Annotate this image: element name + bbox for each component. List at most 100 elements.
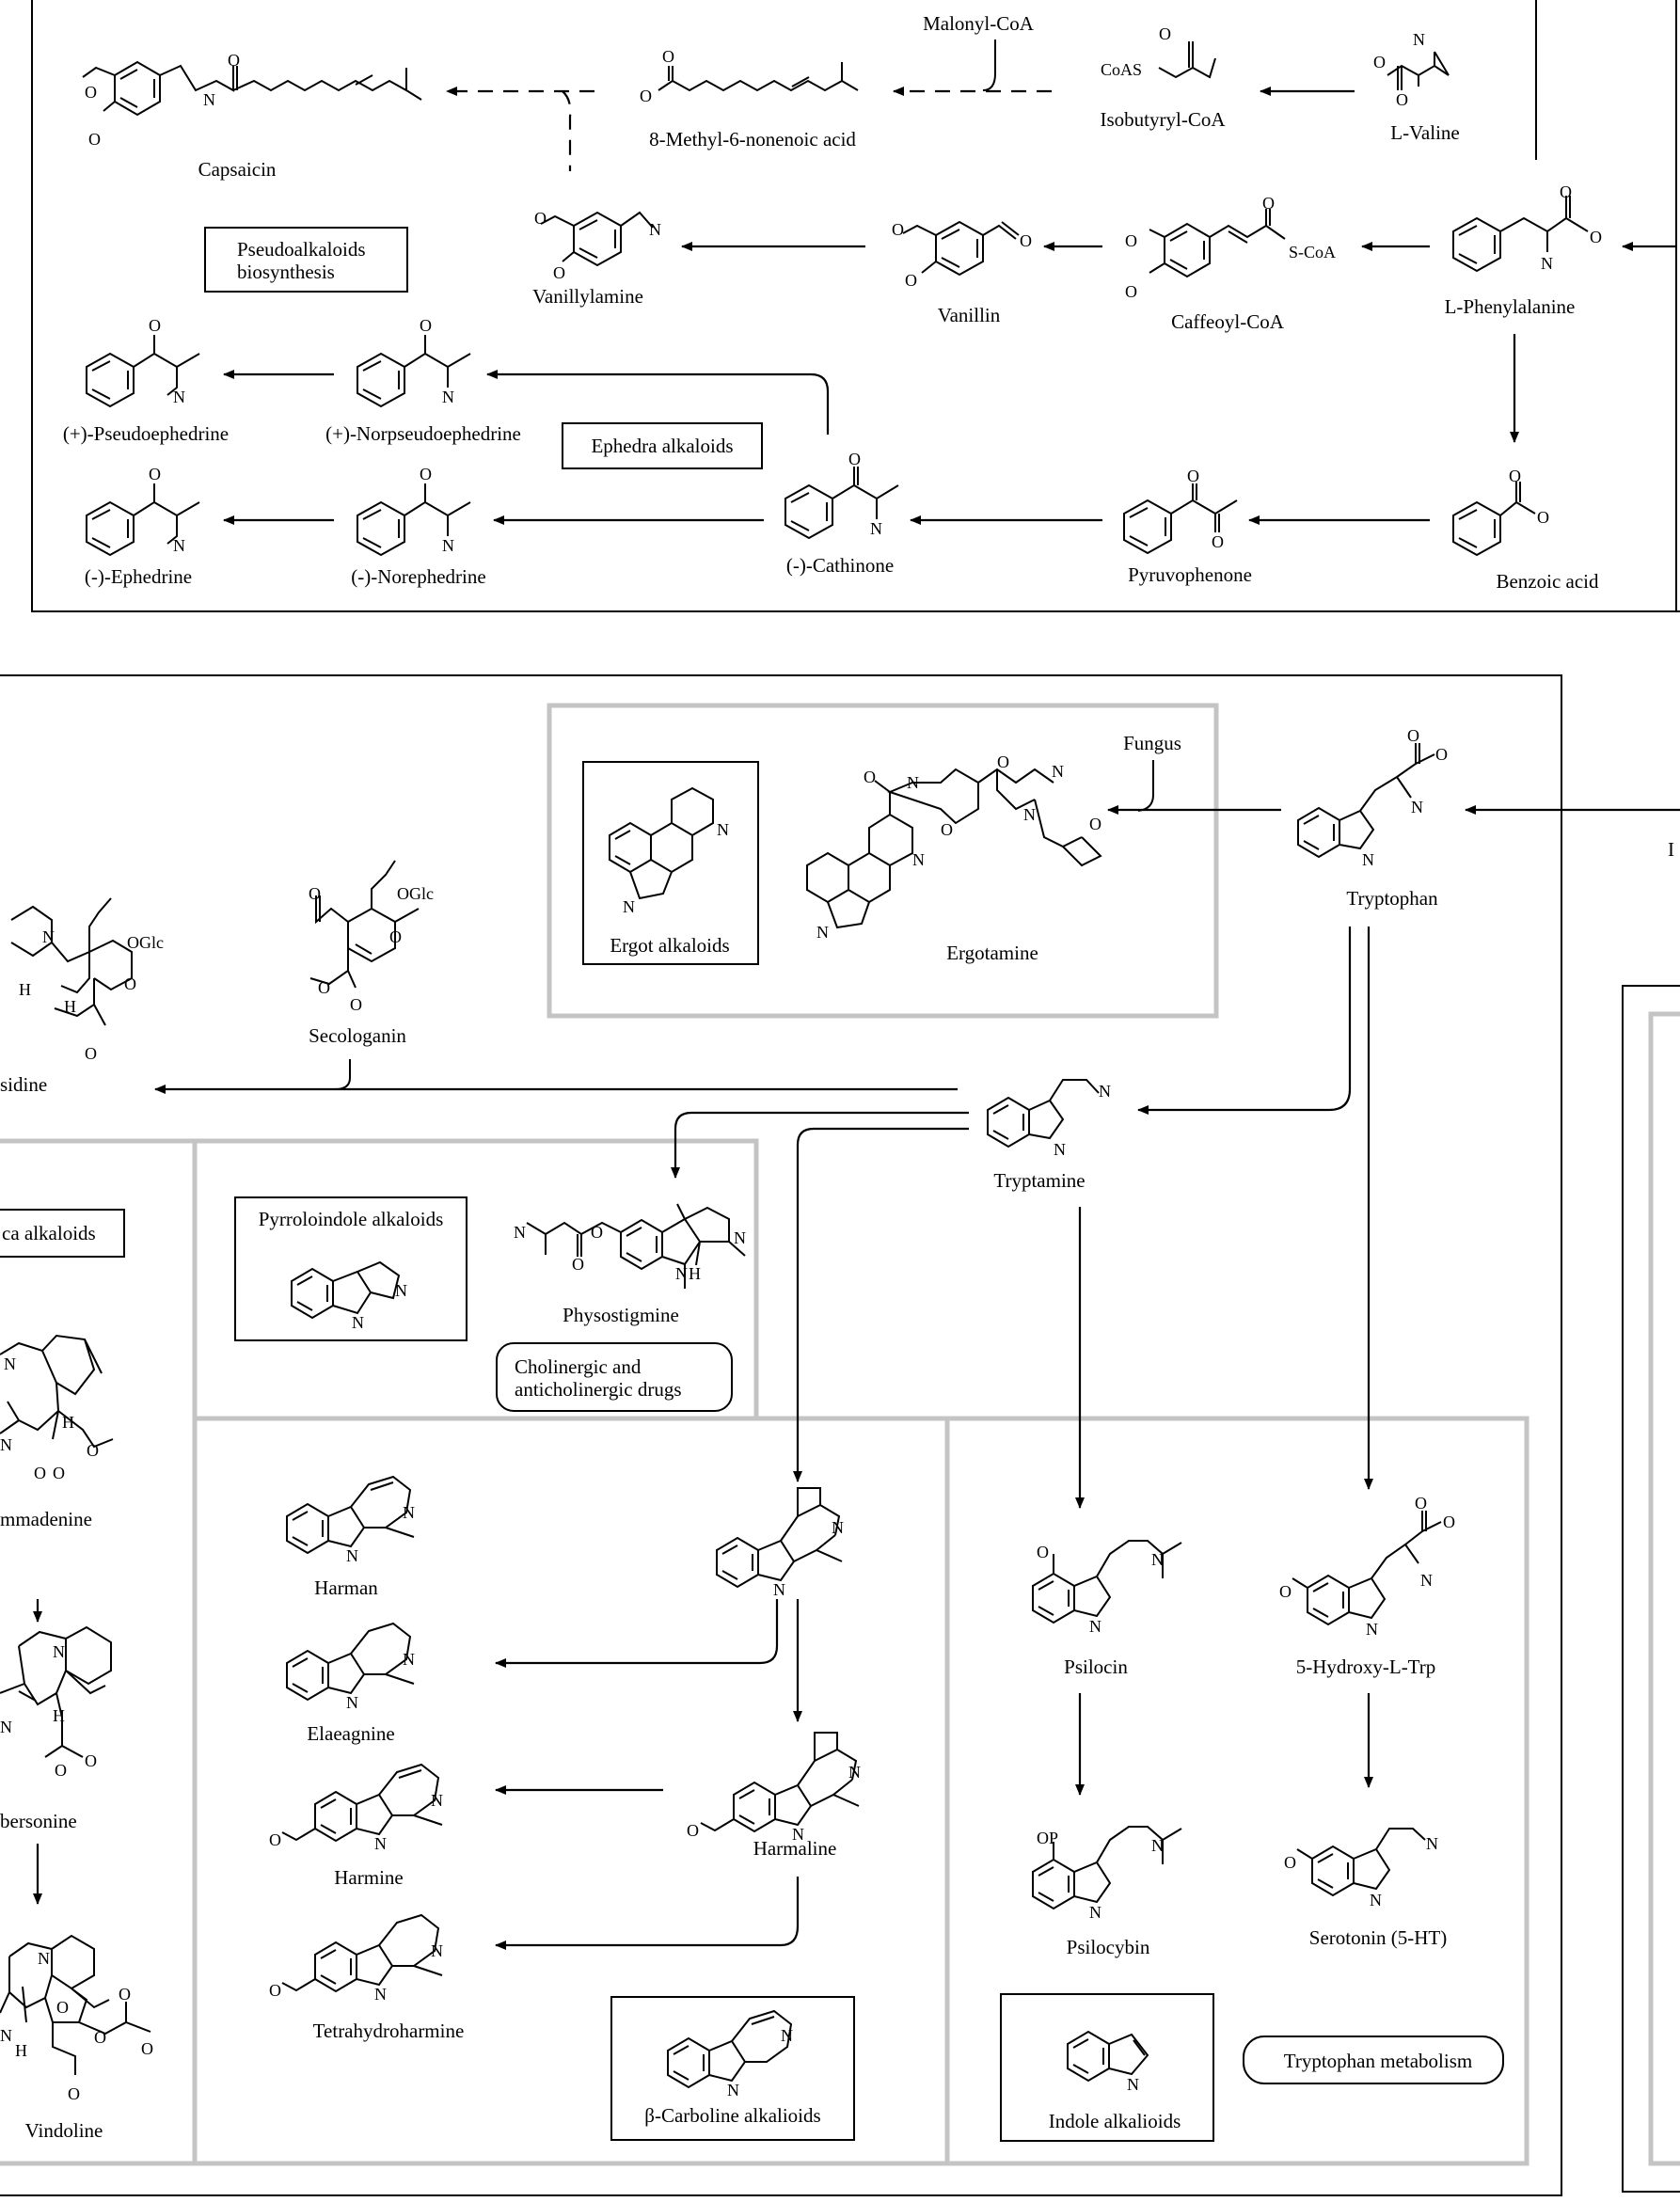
- strictosidine-structure: OGlc O N H H O: [10, 897, 164, 1063]
- atom-n: N: [912, 850, 925, 869]
- atom-n: N: [734, 1228, 746, 1247]
- vindoline-label: Vindoline: [25, 2119, 103, 2142]
- tetrahydroharmine-structure: N N O: [269, 1913, 443, 2004]
- dihydroharman-structure: N N: [716, 1487, 844, 1599]
- ergotamine-structure: O N O O N N O N N: [806, 752, 1102, 942]
- serotonin-structure: O N N: [1284, 1828, 1438, 1909]
- atom-coas: CoAS: [1101, 60, 1142, 79]
- pyrroloindole-core-structure: N N: [291, 1260, 407, 1332]
- vinca-grey-panel: [0, 1138, 198, 2166]
- indole-alkaloids-box[interactable]: [1000, 1993, 1214, 2142]
- harman-label: Harman: [314, 1576, 378, 1599]
- atom-o: O: [1537, 508, 1549, 527]
- atom-op: OP: [1037, 1829, 1058, 1847]
- cholinergic-drugs-box[interactable]: [496, 1342, 733, 1412]
- ergot-alkaloids-box[interactable]: [582, 761, 759, 965]
- vanillylamine-structure: O O N: [534, 209, 661, 282]
- atom-n: N: [4, 1354, 16, 1373]
- tryptophan-metabolism-box[interactable]: [1243, 2036, 1504, 2084]
- arrow-to-tryptamine: [1137, 927, 1352, 1115]
- atom-n: N: [1541, 254, 1553, 273]
- arrow-to-elaeagnine: [495, 1599, 779, 1668]
- atom-oglc: OGlc: [127, 933, 164, 952]
- atom-o: O: [318, 978, 330, 997]
- beta-carboline-alkaloids-label: β-Carboline alkalioids: [644, 2104, 820, 2127]
- atom-n: N: [792, 1825, 804, 1844]
- atom-o: O: [534, 209, 547, 228]
- atom-o: O: [149, 316, 161, 335]
- caffeoyl-coa-label: Caffeoyl-CoA: [1171, 310, 1285, 333]
- atom-o: O: [892, 220, 904, 239]
- atom-h: H: [19, 980, 31, 999]
- harman-structure: N N: [286, 1475, 415, 1565]
- ergot-alkaloids-label: Ergot alkaloids: [610, 934, 729, 957]
- atom-n: N: [431, 1791, 443, 1810]
- atom-o: O: [55, 1761, 67, 1780]
- l-valine-structure: O O N: [1373, 30, 1450, 109]
- atom-n: N: [442, 388, 454, 406]
- atom-o: O: [591, 1223, 603, 1242]
- beta-carboline-alkaloids-box[interactable]: [610, 1996, 855, 2141]
- atom-o: O: [94, 2028, 106, 2047]
- harmine-structure: N N O: [269, 1763, 443, 1853]
- atom-n: N: [346, 1546, 358, 1565]
- atom-n: N: [514, 1223, 526, 1242]
- atom-o: O: [1089, 815, 1102, 833]
- psilocin-label: Psilocin: [1064, 1655, 1128, 1678]
- atom-o: O: [1509, 467, 1521, 485]
- atom-n: N: [1023, 805, 1036, 824]
- atom-o: O: [309, 884, 321, 903]
- atom-o: O: [1560, 182, 1572, 201]
- stemmadenine-label: mmadenine: [0, 1508, 92, 1530]
- atom-n: N: [403, 1503, 415, 1522]
- atom-n: N: [1089, 1903, 1102, 1922]
- atom-n: N: [53, 1642, 65, 1661]
- tabersonine-structure: N H N O O: [0, 1625, 112, 1780]
- atom-n: N: [173, 388, 185, 406]
- l-valine-label: L-Valine: [1390, 121, 1459, 144]
- atom-o: O: [1373, 53, 1386, 71]
- stemmadenine-structure: N H N O O O: [0, 1334, 114, 1482]
- atom-n: N: [870, 519, 882, 538]
- strictosidine-label: sidine: [0, 1073, 47, 1096]
- pyrroloindole-alkaloids-box[interactable]: [234, 1196, 468, 1341]
- pseudoephedrine-label: (+)-Pseudoephedrine: [63, 422, 229, 445]
- ephedra-alkaloids-box[interactable]: [562, 422, 763, 469]
- atom-o: O: [1279, 1582, 1292, 1601]
- atom-o: O: [56, 1998, 69, 2017]
- elaeagnine-label: Elaeagnine: [307, 1722, 394, 1745]
- indole-grey-panel: [944, 1416, 1529, 2166]
- atom-n: N: [0, 1718, 12, 1736]
- benzoic-acid-structure: O O: [1452, 467, 1549, 557]
- atom-o: O: [1415, 1494, 1427, 1513]
- hydroxy-trp-label: 5-Hydroxy-L-Trp: [1296, 1655, 1436, 1678]
- atom-o: O: [88, 130, 101, 149]
- capsaicin-label: Capsaicin: [198, 158, 277, 181]
- capsaicin-structure: O O N O: [82, 51, 422, 149]
- pseudoephedrine-structure: O N: [86, 316, 200, 408]
- norephedrine-structure: O N: [357, 465, 471, 557]
- tryptophan-structure: N O O N: [1297, 726, 1448, 869]
- psilocin-structure: O N N: [1032, 1540, 1182, 1636]
- vindoline-structure: N O N H O O O O: [0, 1934, 153, 2103]
- atom-n: N: [717, 820, 729, 839]
- atom-n: N: [1054, 1140, 1066, 1159]
- dashed-branch-to-vanillylamine: [562, 90, 572, 171]
- tetrahydroharmine-label: Tetrahydroharmine: [313, 2020, 465, 2042]
- atom-o: O: [640, 87, 652, 105]
- fungus-label: Fungus: [1123, 732, 1181, 754]
- indole-alkaloids-label: Indole alkalioids: [1049, 2110, 1181, 2132]
- pseudoalkaloids-label-line2: biosynthesis: [237, 261, 335, 283]
- atom-h: H: [62, 1413, 74, 1432]
- atom-o: O: [228, 51, 240, 70]
- vinca-alkaloids-box[interactable]: [0, 1209, 125, 1258]
- indole-core-structure: N: [1067, 2030, 1149, 2094]
- atom-n: N: [1413, 30, 1425, 49]
- pseudoalkaloids-biosynthesis-box[interactable]: [204, 227, 408, 293]
- pseudoalkaloid-panel-frame: [31, 0, 1680, 612]
- harmaline-structure: N N O: [687, 1732, 861, 1844]
- psilocybin-structure: OP N N: [1032, 1826, 1182, 1922]
- vanillylamine-label: Vanillylamine: [532, 285, 643, 308]
- atom-o: O: [119, 1985, 131, 2004]
- cholinergic-label-line1: Cholinergic and: [515, 1355, 642, 1378]
